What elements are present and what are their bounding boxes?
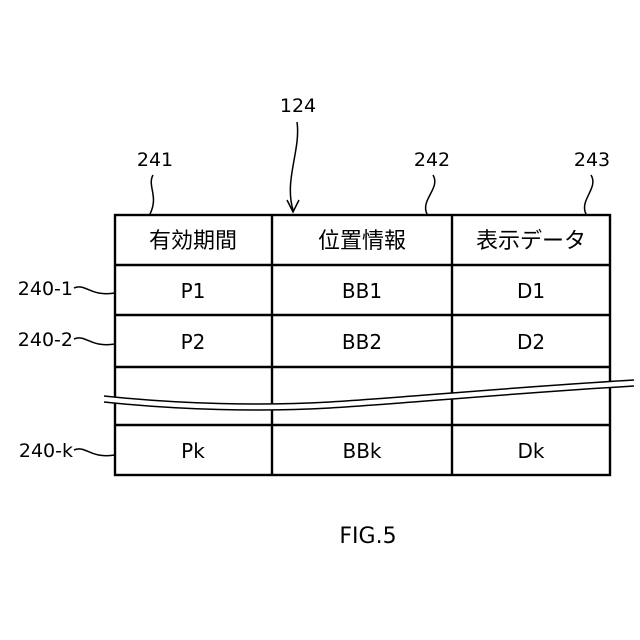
table-cell: BB2 (342, 330, 382, 354)
header-display-data: 表示データ (476, 229, 586, 254)
table-cell: Pk (181, 439, 205, 463)
table-cell: D2 (517, 330, 545, 354)
header-position-info: 位置情報 (318, 229, 406, 254)
table-cell: Dk (518, 439, 545, 463)
column-1-ref-numeral: 241 (137, 149, 173, 171)
table-cell: P2 (181, 330, 206, 354)
table-cell: BBk (342, 439, 381, 463)
figure-label: FIG.5 (339, 524, 396, 549)
header-validity-period: 有効期間 (149, 229, 237, 254)
table-cell: P1 (181, 279, 206, 303)
row-2-ref-numeral: 240-2 (18, 329, 73, 351)
row-k-ref-numeral: 240-k (19, 440, 73, 462)
table-cell: BB1 (342, 279, 382, 303)
row-1-ref-numeral: 240-1 (18, 278, 73, 300)
column-2-ref-numeral: 242 (414, 149, 450, 171)
table-ref-numeral: 124 (280, 95, 316, 117)
column-3-ref-numeral: 243 (574, 149, 610, 171)
table-cell: D1 (517, 279, 545, 303)
